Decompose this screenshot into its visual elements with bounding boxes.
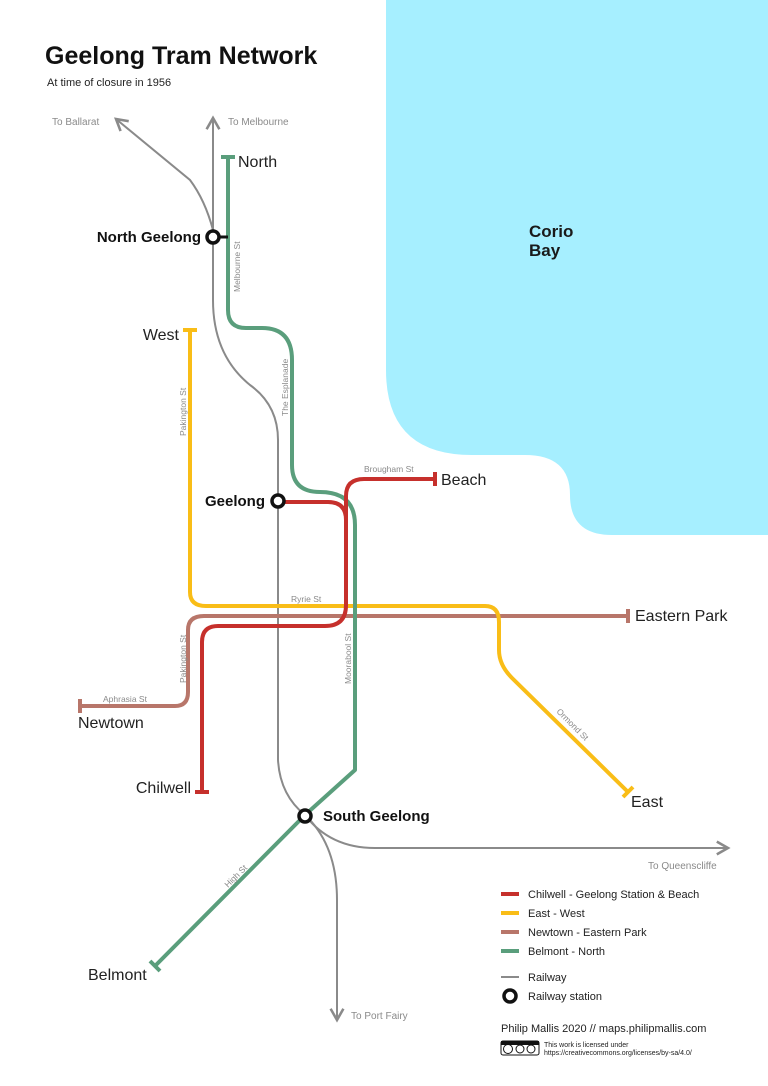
- terminus-eastern-park-label: Eastern Park: [635, 608, 728, 625]
- station-south-geelong-marker[interactable]: [297, 808, 313, 824]
- bay-label-line1: Corio: [529, 222, 573, 241]
- railway-melbourne-south: [205, 115, 306, 816]
- credit-text: Philip Mallis 2020 // maps.philipmallis.…: [501, 1023, 706, 1035]
- station-geelong-marker[interactable]: [270, 493, 286, 509]
- line-chilwell-beach: [200, 477, 435, 792]
- legend-label-railway-station: Railway station: [528, 991, 602, 1003]
- legend-station-icon: [502, 988, 518, 1004]
- street-aphrasia-st: Aphrasia St: [103, 694, 148, 704]
- railway-port-fairy: [304, 814, 345, 1023]
- bay-label-line2: Bay: [529, 241, 561, 260]
- terminus-west-label: West: [143, 327, 180, 344]
- station-geelong-label: Geelong: [205, 493, 265, 510]
- line-geelong-station-spur: [285, 500, 348, 521]
- terminus-chilwell-label: Chilwell: [136, 780, 191, 797]
- terminus-tick-east: [621, 785, 635, 799]
- terminus-belmont-label: Belmont: [88, 967, 147, 984]
- to-queenscliffe-label: To Queenscliffe: [648, 861, 717, 872]
- street-moorabool-st: Moorabool St: [343, 633, 353, 684]
- street-pakington-st-north: Pakington St: [178, 387, 188, 436]
- map-title: Geelong Tram Network: [45, 42, 317, 70]
- street-ryrie-st: Ryrie St: [291, 594, 322, 604]
- terminus-north-label: North: [238, 154, 277, 171]
- legend-label-red: Chilwell - Geelong Station & Beach: [528, 889, 699, 901]
- street-the-esplanade: The Esplanade: [280, 359, 290, 416]
- terminus-beach-label: Beach: [441, 472, 486, 489]
- to-port-fairy-label: To Port Fairy: [351, 1011, 408, 1022]
- legend-label-brown: Newtown - Eastern Park: [528, 927, 647, 939]
- street-pakington-st-south: Pakington St: [178, 634, 188, 683]
- cc-icon: [503, 1044, 513, 1054]
- license-line1: This work is licensed under: [544, 1042, 629, 1049]
- license-line2[interactable]: https://creativecommons.org/licenses/by-…: [544, 1050, 692, 1057]
- legend-label-railway: Railway: [528, 972, 567, 984]
- legend-label-yellow: East - West: [528, 908, 585, 920]
- sa-icon: [526, 1044, 536, 1054]
- cc-license-badge: [500, 1040, 540, 1056]
- railway-ballarat: [114, 117, 214, 231]
- line-newtown-eastern-park: [80, 614, 628, 708]
- terminus-tick-belmont: [148, 959, 162, 973]
- corio-bay-water: [386, 0, 768, 535]
- legend-label-green: Belmont - North: [528, 946, 605, 958]
- station-north-geelong-label: North Geelong: [97, 229, 201, 246]
- station-south-geelong-label: South Geelong: [323, 808, 430, 825]
- by-icon: [515, 1044, 525, 1054]
- street-melbourne-st: Melbourne St: [232, 241, 242, 292]
- station-north-geelong-marker[interactable]: [205, 229, 221, 245]
- street-brougham-st: Brougham St: [364, 464, 414, 474]
- terminus-east-label: East: [631, 794, 664, 811]
- railway-lines: [114, 115, 731, 1023]
- to-melbourne-label: To Melbourne: [228, 117, 289, 128]
- terminus-newtown-label: Newtown: [78, 715, 144, 732]
- line-belmont-north: [153, 157, 357, 968]
- legend: Chilwell - Geelong Station & Beach East …: [501, 889, 699, 1004]
- map-subtitle: At time of closure in 1956: [47, 77, 171, 89]
- line-east-west: [188, 330, 630, 794]
- to-ballarat-label: To Ballarat: [52, 117, 99, 128]
